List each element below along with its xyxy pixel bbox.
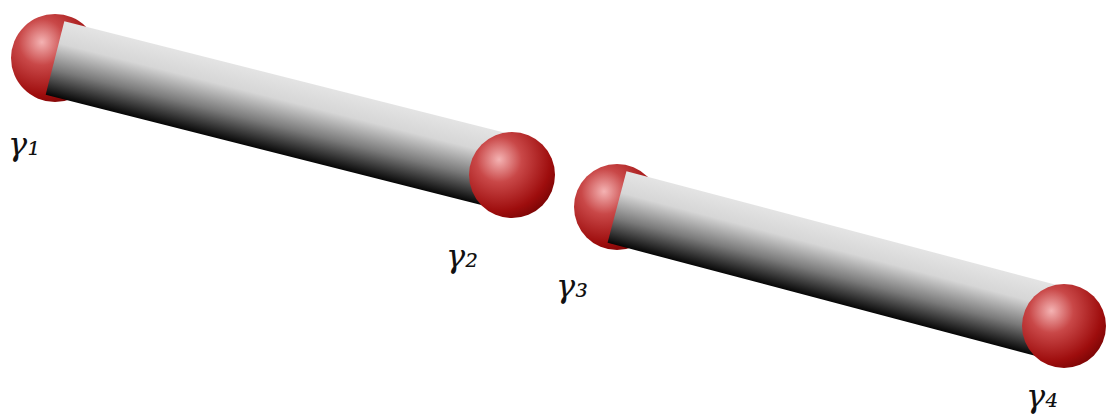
endpoint-label: γ₄ bbox=[1026, 380, 1058, 412]
end-sphere bbox=[1022, 284, 1106, 368]
wire-rod bbox=[608, 171, 1067, 359]
endpoint-label: γ₂ bbox=[446, 240, 478, 272]
endpoint-label: γ₃ bbox=[556, 270, 588, 302]
endpoint-label: γ₁ bbox=[8, 128, 40, 160]
end-sphere bbox=[469, 132, 555, 218]
wire-rod bbox=[46, 21, 527, 212]
